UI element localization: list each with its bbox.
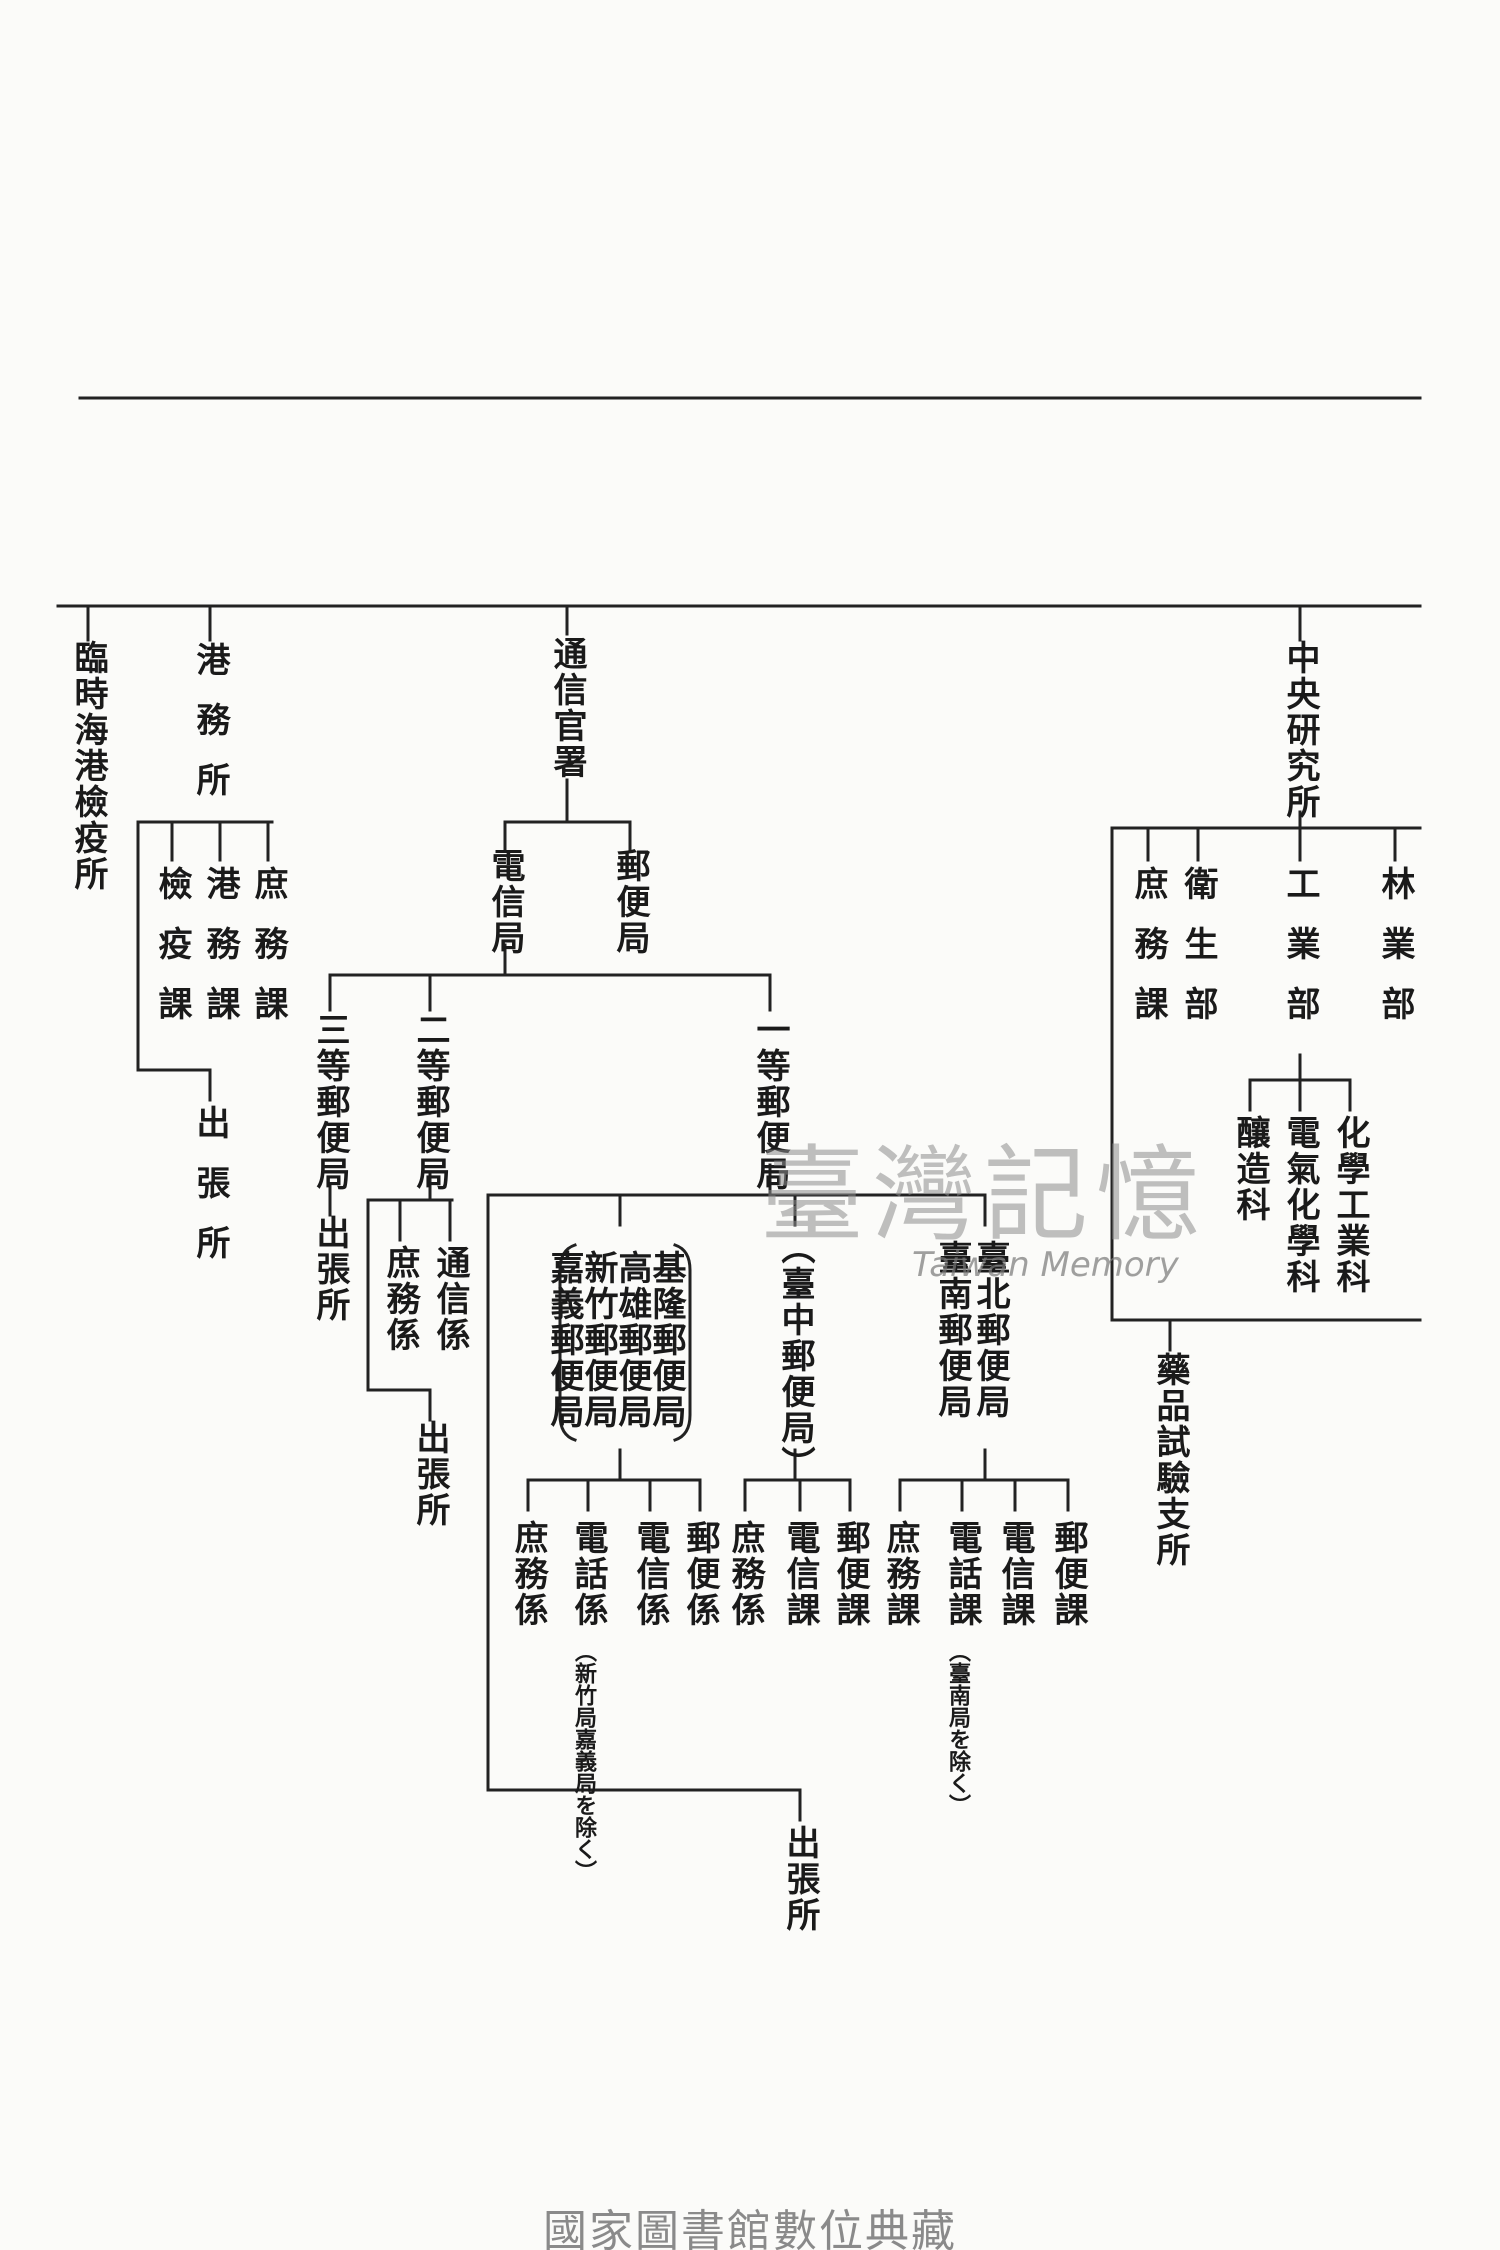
node-hsinchu-yubinkyoku: 新竹郵便局 xyxy=(578,1250,618,1430)
node-chiayi-yubinkyoku: 嘉義郵便局 xyxy=(544,1250,584,1430)
node-g3-denwaka: 電話課 xyxy=(942,1520,982,1628)
node-g1-yubingakari: 郵便係 xyxy=(680,1520,720,1628)
node-chuo-kenkyusho: 中央研究所 xyxy=(1280,640,1320,820)
node-g3-shomuka: 庶務課 xyxy=(880,1520,920,1628)
node-santo-shuchosho: 出張所 xyxy=(310,1215,350,1323)
node-chuo-shomuka: 庶務課 xyxy=(1128,866,1168,1046)
node-tainan-yubinkyoku: 臺南郵便局 xyxy=(932,1240,972,1420)
node-g1-denwagakari: 電話係 xyxy=(568,1520,608,1628)
node-jozoka: 釀造科 xyxy=(1230,1115,1270,1223)
node-santo-yubinkyoku: 三等郵便局 xyxy=(310,1012,350,1192)
node-taichung-yubinkyoku: （臺中郵便局） xyxy=(775,1230,815,1482)
node-g1-note: （新竹局嘉義局を除く） xyxy=(571,1640,597,1882)
node-g3-note: （臺南局を除く） xyxy=(945,1640,971,1816)
node-denshinkyoku: 電信局 xyxy=(485,848,525,956)
node-g2-denshinka: 電信課 xyxy=(780,1520,820,1628)
node-denki-kagakuka: 電氣化學科 xyxy=(1280,1115,1320,1295)
node-yubinkyoku: 郵便局 xyxy=(610,848,650,956)
node-komusho-shomuka: 庶務課 xyxy=(248,866,288,1046)
node-nito-shomugakari: 庶務係 xyxy=(380,1245,420,1353)
node-keelung-yubinkyoku: 基隆郵便局 xyxy=(646,1250,686,1430)
node-itto-shuchosho: 出張所 xyxy=(780,1825,820,1933)
node-komusho-shuchosho: 出張所 xyxy=(190,1105,230,1285)
node-g2-yubinka: 郵便課 xyxy=(830,1520,870,1628)
node-komusho-komuka: 港務課 xyxy=(200,866,240,1046)
watermark-logo-subtitle: Taiwan Memory xyxy=(912,1245,1179,1285)
watermark-logo-text: 臺灣記憶 xyxy=(760,1134,1209,1256)
node-ringyobu: 林業部 xyxy=(1375,866,1415,1046)
node-eiseibu: 衛生部 xyxy=(1178,866,1218,1046)
footer-credit: 國家圖書館數位典藏 xyxy=(543,2206,957,2250)
node-itto-yubinkyoku: 一等郵便局 xyxy=(750,1012,790,1192)
node-kagaku-kogyoka: 化學工業科 xyxy=(1330,1115,1370,1295)
node-taipei-yubinkyoku: 臺北郵便局 xyxy=(970,1240,1010,1420)
node-rinji-kaiko-kenekisho: 臨時海港檢疫所 xyxy=(68,640,108,892)
node-g3-yubinka: 郵便課 xyxy=(1048,1520,1088,1628)
node-nito-tsushingakari: 通信係 xyxy=(430,1245,470,1353)
node-kogyobu: 工業部 xyxy=(1280,866,1320,1046)
node-g2-shomugakari: 庶務係 xyxy=(725,1520,765,1628)
node-tsushin-kansho: 通信官署 xyxy=(547,636,587,780)
node-g1-denshingakari: 電信係 xyxy=(630,1520,670,1628)
node-kaohsiung-yubinkyoku: 高雄郵便局 xyxy=(612,1250,652,1430)
node-nito-shuchosho: 出張所 xyxy=(410,1420,450,1528)
node-g1-shomugakari: 庶務係 xyxy=(508,1520,548,1628)
node-yakuhin-shikenshisho: 藥品試驗支所 xyxy=(1150,1352,1190,1568)
node-nito-yubinkyoku: 二等郵便局 xyxy=(410,1012,450,1192)
node-komusho-kenekika: 檢疫課 xyxy=(152,866,192,1046)
node-g3-denshinka: 電信課 xyxy=(995,1520,1035,1628)
node-komusho: 港務所 xyxy=(190,642,230,822)
